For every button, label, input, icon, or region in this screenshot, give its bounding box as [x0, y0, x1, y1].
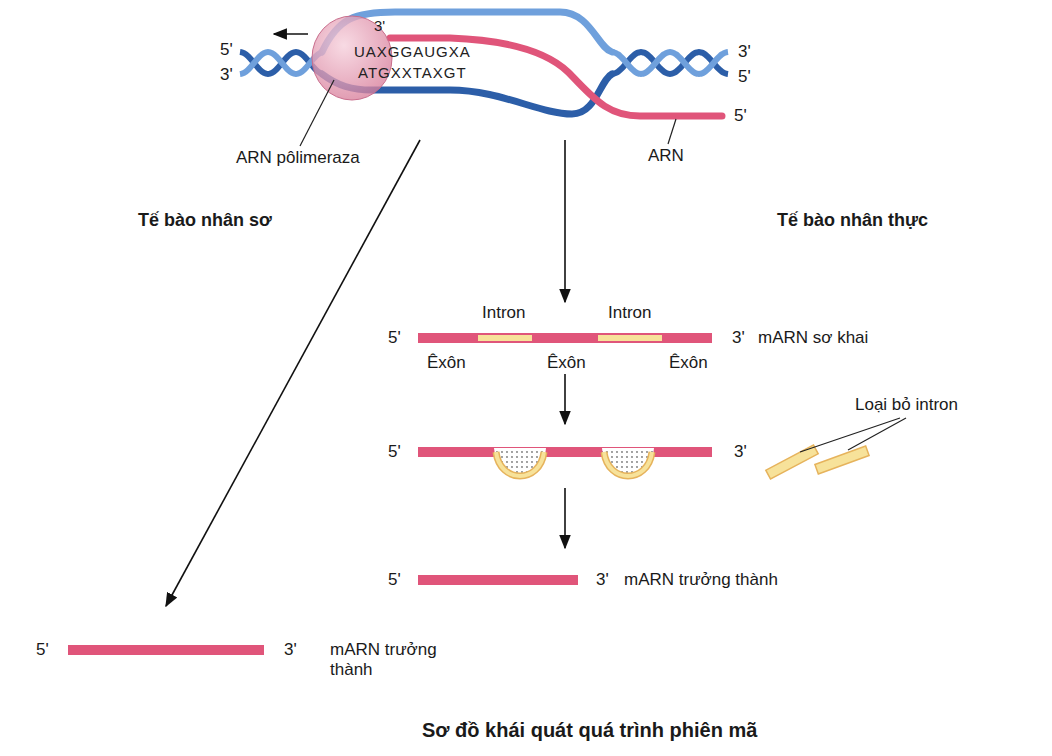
process-arrow — [564, 374, 566, 424]
label: Êxôn — [547, 353, 586, 373]
dna-strand — [240, 52, 322, 74]
label: ARN pôlimeraza — [236, 148, 360, 168]
label: ARN — [648, 146, 684, 166]
dna-strand — [240, 52, 322, 74]
label: 5' — [388, 328, 401, 348]
base-sequence: UAXGGAUGXA — [354, 43, 471, 60]
intron-segment — [598, 335, 662, 341]
label: 5' — [388, 442, 401, 462]
intron-loop — [604, 452, 652, 476]
label: Intron — [482, 303, 525, 323]
label: 3' — [374, 17, 385, 34]
label: 5' — [220, 40, 233, 60]
mature-mrna — [418, 575, 578, 585]
process-arrow — [564, 140, 566, 302]
direction-arrow — [274, 33, 308, 35]
label: 5' — [734, 106, 747, 126]
process-arrow — [166, 140, 420, 606]
splicing-mrna — [418, 447, 712, 457]
leader-line — [848, 418, 906, 450]
spliceosome — [602, 448, 654, 478]
cell-type-heading: Tế bào nhân sơ — [138, 210, 272, 231]
label: Intron — [608, 303, 651, 323]
label: 5' — [388, 570, 401, 590]
label: 3' — [732, 328, 745, 348]
label: 3' — [284, 640, 297, 660]
mature-mrna — [68, 645, 264, 655]
caption: Sơ đồ khái quát quá trình phiên mã — [422, 719, 757, 742]
label: Êxôn — [427, 353, 466, 373]
label: mARN trưởng thành — [624, 570, 778, 590]
label: Loại bỏ intron — [855, 395, 958, 415]
base-sequence: ATGXXTAXGT — [358, 64, 467, 81]
spliceosome — [494, 448, 546, 478]
label: 5' — [36, 640, 49, 660]
label: Êxôn — [669, 353, 708, 373]
label: 3' — [596, 570, 609, 590]
label: mARN trưởng thành — [330, 640, 440, 679]
dna-strand — [612, 52, 728, 74]
label: mARN sơ khai — [758, 328, 868, 348]
cell-type-heading: Tế bào nhân thực — [777, 210, 928, 231]
leader-line — [668, 119, 676, 144]
intron-loop — [496, 452, 544, 476]
leader-line — [300, 80, 334, 146]
label: 3' — [220, 65, 233, 85]
leader-line — [800, 418, 900, 452]
intron-loop — [496, 452, 544, 476]
label: 3' — [734, 442, 747, 462]
intron-loop — [604, 452, 652, 476]
label: 3' — [738, 42, 751, 62]
intron-segment — [478, 335, 532, 341]
dna-strand — [612, 52, 728, 74]
process-arrow — [564, 488, 566, 548]
removed-intron — [766, 445, 818, 479]
label: 5' — [738, 67, 751, 87]
pre-mrna — [418, 333, 712, 343]
removed-intron — [815, 446, 869, 474]
